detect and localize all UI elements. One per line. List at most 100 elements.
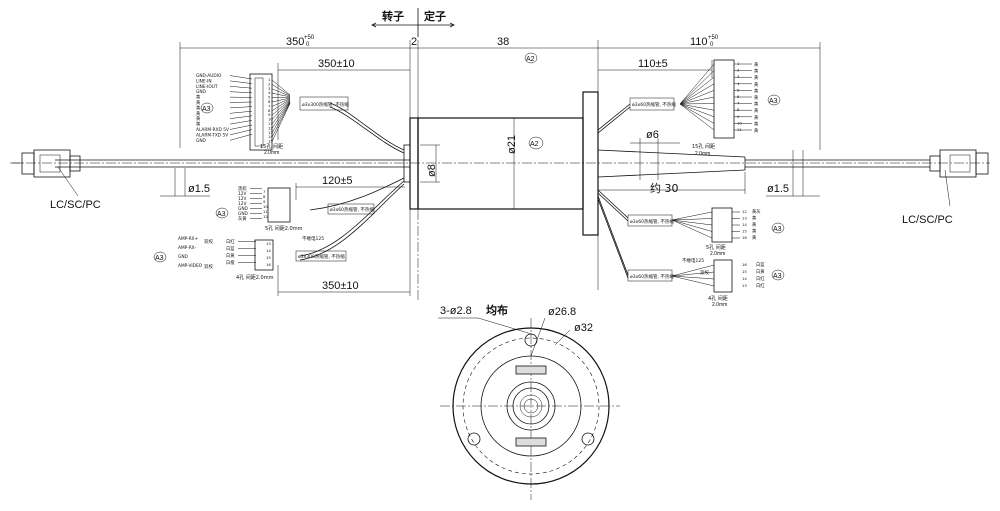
connector-6-pin-number: 14	[742, 276, 747, 281]
top-dimensions: 350 +50 0 2 38 A2 110 +50 0	[179, 35, 821, 150]
left-wires: 350±10 120±5 350±10	[277, 58, 411, 296]
connector-3-wire-color: 白橙	[226, 259, 235, 266]
label-a3-left3: A3	[155, 255, 164, 262]
dim-dia15-left: ø1.5	[188, 183, 210, 195]
connector-6-wire	[671, 264, 715, 277]
connector-4-wire	[679, 77, 715, 105]
dim-dia6: ø6	[646, 129, 659, 141]
connector-2-pin-number: 9	[263, 199, 266, 204]
dim-body-len: 38	[497, 36, 509, 48]
connector-3-signal: AMP-RX+	[178, 236, 199, 242]
connector-2-signal: 12V	[238, 196, 246, 202]
connector-6-wire-color: 白蓝	[756, 261, 765, 268]
dim-holes: 3-ø2.8	[440, 305, 472, 317]
connector-1-pin-number: 14	[268, 134, 273, 139]
connector-3-pair1: 双绞	[204, 238, 213, 245]
connector-6-housing	[713, 259, 733, 293]
label-a3-left2: A3	[217, 211, 226, 218]
label-a2-body: A2	[530, 141, 539, 148]
connector-4-pin-number: 1	[737, 61, 740, 66]
rotor-stator-header: 转子 定子	[371, 8, 455, 37]
connector-2-note1: 5孔 间距2.0mm	[265, 225, 303, 232]
flange-outer-circle	[452, 327, 610, 485]
connector-5-wire-color: 黄	[752, 221, 757, 228]
connector-4-housing	[713, 59, 735, 139]
connector-5-note2: 2.0mm	[710, 251, 725, 257]
connector-1-housing	[249, 73, 273, 151]
connector-6-wire-color: 白红	[756, 275, 765, 282]
connector-3-sleeve-top: 不缠电125	[302, 235, 324, 242]
connector-4-pin-number: 8	[737, 107, 740, 112]
connector-1-lead	[229, 80, 253, 84]
connector-1-wire	[271, 102, 291, 133]
rotor-label: 转子	[382, 9, 404, 23]
connector-4-note1: 15孔 间距	[692, 143, 715, 150]
flange-front-view: 3-ø2.8 均布 ø26.8 ø32	[438, 303, 620, 500]
connector-6-pin-number: 13	[742, 283, 747, 288]
dim-approx30: 约 30	[650, 182, 679, 195]
connector-1-lead	[229, 91, 253, 94]
connector-1-wire	[271, 92, 291, 98]
connector-1-signal: ALARM-TXD 5V	[196, 132, 228, 138]
connector-4-pin-number: 6	[737, 94, 740, 99]
connector-4-pin-number: 9	[737, 114, 740, 119]
connector-1-wire	[271, 97, 291, 103]
dim-left-cable-bottom: 350±10	[322, 280, 359, 292]
connector-2-signal: GND	[238, 206, 249, 212]
connector-1-note1: 15孔 间距	[260, 143, 283, 150]
connector-2-signal: 12V	[238, 201, 246, 207]
connector-1-wire	[271, 100, 291, 120]
connector-1-signal: 黄	[196, 121, 201, 128]
connector-5-note1: 5孔 间距	[706, 244, 726, 251]
connector-1-sleeve: ø3x300热缩管, 不热缩	[302, 101, 349, 108]
connector-1-pin-number: 12	[268, 125, 273, 130]
connector-1-wire	[271, 84, 291, 96]
connector-1-signal: GND	[196, 89, 207, 95]
connector-5-housing	[711, 207, 733, 243]
connector-1-wire	[271, 98, 291, 107]
right-fiber-connector: LC/SC/PC ø1.5	[766, 149, 989, 226]
connector-4-wire-color: 黄	[754, 101, 759, 108]
connector-5-wire-color: 黄	[752, 215, 757, 222]
connector-1-pin-number: 9	[268, 112, 271, 117]
connector-1-pin-number: 7	[268, 103, 271, 108]
connector-3-pin-number: 14	[266, 248, 271, 253]
connector-4-wire-color: 黄	[754, 81, 759, 88]
connector-1-pin-number: 3	[268, 86, 271, 91]
connector-5-wire	[671, 219, 713, 226]
connector-1-lead	[229, 101, 253, 103]
connector-4-wire	[679, 83, 715, 105]
connector-3-sleeve: ø3x300热缩管, 不热缩	[298, 253, 345, 260]
connector-5-wire	[671, 211, 713, 221]
stator-label: 定子	[424, 9, 446, 23]
connector-1-wire	[271, 100, 291, 125]
connector-1-wire	[271, 102, 291, 138]
connector-4-pin-number: 2	[737, 68, 740, 73]
connector-1-wire	[271, 88, 291, 97]
connector-1-wire	[271, 79, 291, 96]
connector-4-note2: 2.0mm	[695, 151, 710, 157]
connector-2-signal: 12V	[238, 191, 246, 197]
connector-5-wire-color: 黄	[752, 234, 757, 241]
connector-4-wire-color: 黄	[754, 107, 759, 114]
connector-1-wire	[271, 101, 291, 129]
connector-3-signal: AMP-VIDEO	[178, 263, 203, 269]
connector-2-signal: 灰黄	[238, 215, 247, 222]
connector-4-wire	[679, 103, 715, 124]
connector-3-pin-number: 16	[266, 262, 271, 267]
connector-1-signal: 黄	[196, 94, 201, 101]
connector-1-pin-number: 5	[268, 95, 271, 100]
connector-4-pin-number: 11	[737, 127, 742, 132]
connector-3-pin-number: 15	[266, 255, 271, 260]
connector-5-pin-number: 15	[742, 229, 747, 234]
connector-5-sleeve: ø3x60热缩管, 不热缩	[630, 218, 674, 225]
dim-dia21: ø21	[506, 135, 518, 154]
label-a3-right1: A3	[769, 98, 778, 105]
connector-6-pin-number: 16	[742, 262, 747, 267]
connector-2-pin-number: 11	[263, 209, 268, 214]
